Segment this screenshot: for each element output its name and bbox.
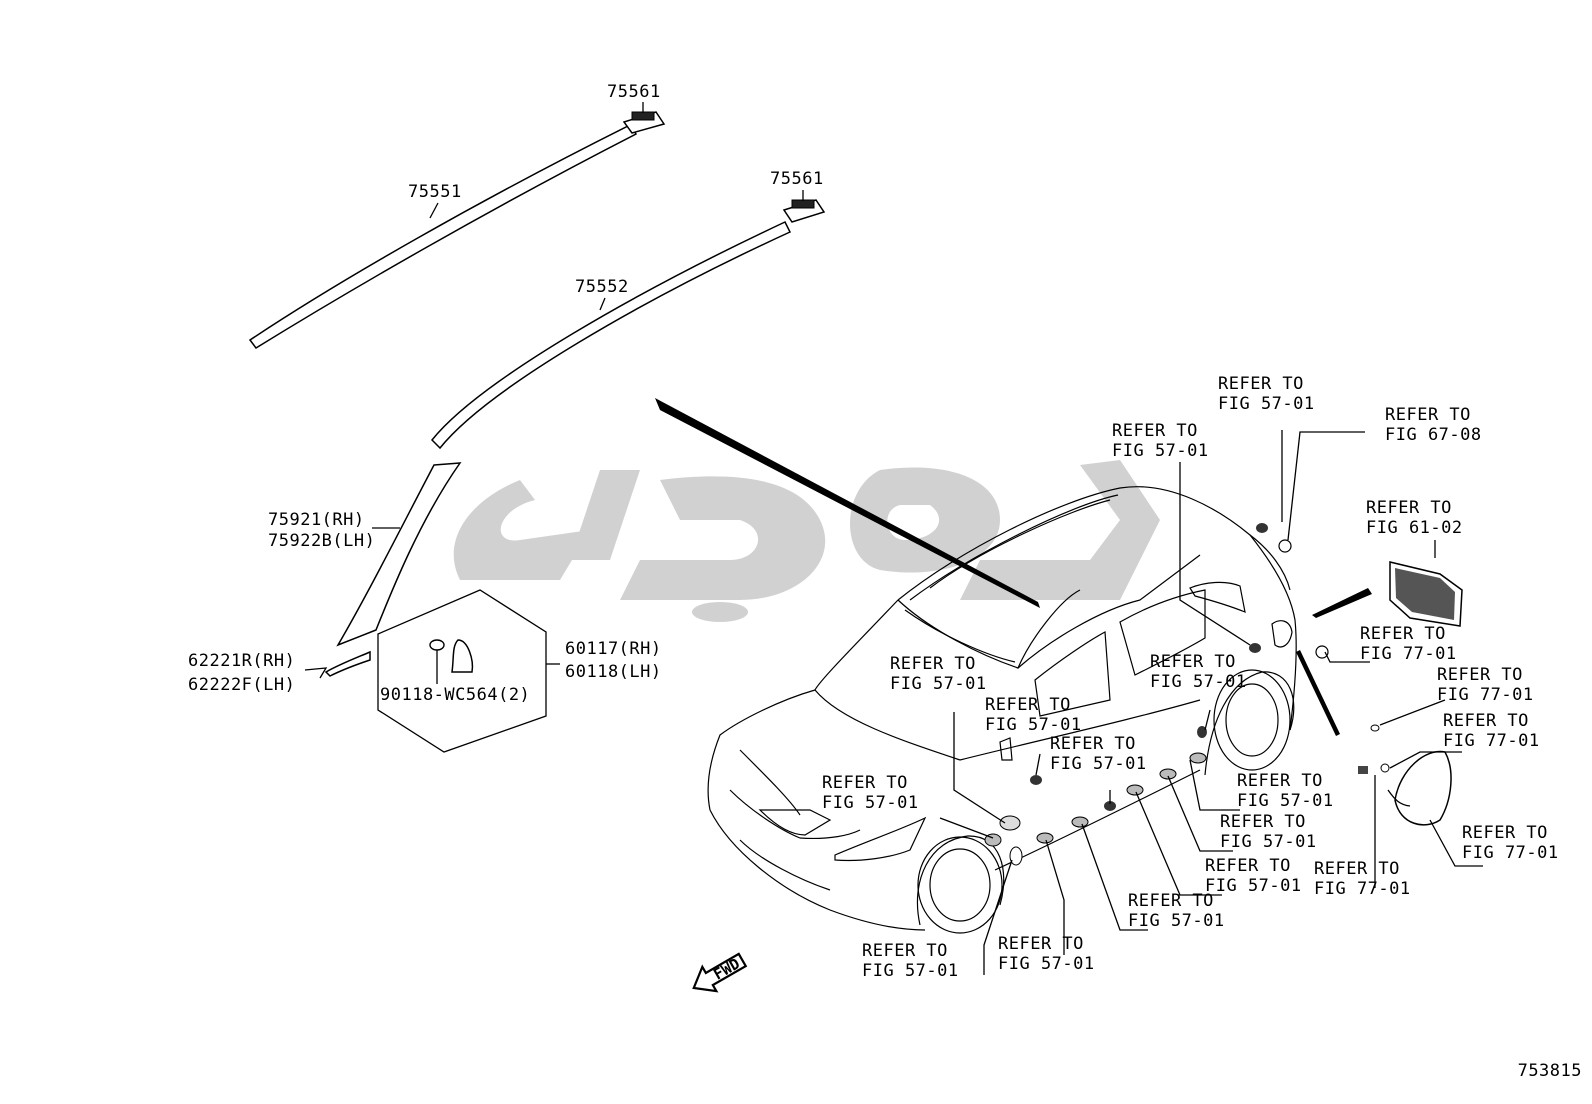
- fwd-arrow-icon: FWD: [692, 952, 748, 993]
- svg-text:FIG 77-01: FIG 77-01: [1443, 731, 1540, 751]
- fuel-lid[interactable]: [1387, 750, 1452, 826]
- svg-text:REFER TO: REFER TO: [1237, 771, 1323, 791]
- svg-text:FIG 57-01: FIG 57-01: [822, 793, 919, 813]
- svg-text:REFER TO: REFER TO: [1437, 665, 1523, 685]
- label-75922: 75922B(LH): [268, 531, 375, 551]
- svg-text:FIG 77-01: FIG 77-01: [1314, 879, 1411, 899]
- label-75551: 75551: [408, 182, 462, 202]
- svg-text:REFER TO: REFER TO: [1360, 624, 1446, 644]
- label-60118: 60118(LH): [565, 662, 662, 682]
- label-75921: 75921(RH): [268, 510, 365, 530]
- hole-plugs: [984, 523, 1390, 866]
- svg-text:REFER TO: REFER TO: [822, 773, 908, 793]
- svg-text:FIG 57-01: FIG 57-01: [1218, 394, 1315, 414]
- svg-text:FIG 57-01: FIG 57-01: [1237, 791, 1334, 811]
- vehicle-outline: [707, 486, 1297, 934]
- quarter-vent[interactable]: [1389, 561, 1463, 627]
- roof-molding-75552[interactable]: [430, 221, 792, 450]
- part-labels: 75561 75561 75551 75552 75921(RH) 75922B…: [188, 82, 824, 705]
- svg-text:FIG 77-01: FIG 77-01: [1360, 644, 1457, 664]
- svg-text:FIG 57-01: FIG 57-01: [1220, 832, 1317, 852]
- pillar-cover-62221[interactable]: [324, 650, 371, 677]
- svg-text:FIG 67-08: FIG 67-08: [1385, 425, 1482, 445]
- svg-text:REFER TO: REFER TO: [1128, 891, 1214, 911]
- svg-text:REFER TO: REFER TO: [1050, 734, 1136, 754]
- svg-text:REFER TO: REFER TO: [862, 941, 948, 961]
- svg-text:FIG 57-01: FIG 57-01: [1150, 672, 1247, 692]
- svg-text:REFER TO: REFER TO: [1150, 652, 1236, 672]
- svg-text:FIG 57-01: FIG 57-01: [1128, 911, 1225, 931]
- seal-60117[interactable]: [451, 639, 474, 673]
- roof-molding-clip-75561-a[interactable]: [622, 111, 666, 134]
- svg-text:FIG 57-01: FIG 57-01: [998, 954, 1095, 974]
- roof-molding-75551[interactable]: [248, 124, 638, 349]
- svg-text:FIG 77-01: FIG 77-01: [1462, 843, 1559, 863]
- diagram-id: 753815: [1518, 1061, 1582, 1081]
- svg-text:REFER TO: REFER TO: [1385, 405, 1471, 425]
- svg-text:REFER TO: REFER TO: [1314, 859, 1400, 879]
- svg-text:FIG 77-01: FIG 77-01: [1437, 685, 1534, 705]
- svg-text:FIG 57-01: FIG 57-01: [1050, 754, 1147, 774]
- svg-text:REFER TO: REFER TO: [890, 654, 976, 674]
- label-75561-a: 75561: [607, 82, 661, 102]
- label-60117: 60117(RH): [565, 639, 662, 659]
- svg-text:REFER TO: REFER TO: [1112, 421, 1198, 441]
- svg-text:FIG 57-01: FIG 57-01: [1205, 876, 1302, 896]
- svg-text:REFER TO: REFER TO: [1366, 498, 1452, 518]
- label-62222: 62222F(LH): [188, 675, 295, 695]
- svg-text:REFER TO: REFER TO: [998, 934, 1084, 954]
- roof-molding-clip-75561-b[interactable]: [782, 199, 826, 223]
- svg-text:FIG 57-01: FIG 57-01: [1112, 441, 1209, 461]
- svg-text:FIG 57-01: FIG 57-01: [890, 674, 987, 694]
- svg-text:REFER TO: REFER TO: [1462, 823, 1548, 843]
- label-75552: 75552: [575, 277, 629, 297]
- label-62221: 62221R(RH): [188, 651, 295, 671]
- svg-text:FIG 61-02: FIG 61-02: [1366, 518, 1463, 538]
- svg-text:REFER TO: REFER TO: [1443, 711, 1529, 731]
- label-75561-b: 75561: [770, 169, 824, 189]
- label-90118: 90118-WC564(2): [380, 685, 530, 705]
- leader-lines: [939, 430, 1483, 975]
- detail-hexagon: [377, 589, 547, 753]
- svg-text:REFER TO: REFER TO: [1218, 374, 1304, 394]
- pillar-garnish-75921[interactable]: [336, 462, 462, 647]
- svg-text:REFER TO: REFER TO: [985, 695, 1071, 715]
- svg-text:FIG 57-01: FIG 57-01: [985, 715, 1082, 735]
- svg-text:REFER TO: REFER TO: [1220, 812, 1306, 832]
- watermark-logo: [453, 460, 1160, 622]
- svg-text:REFER TO: REFER TO: [1205, 856, 1291, 876]
- clip-90118[interactable]: [429, 639, 445, 684]
- svg-text:FIG 57-01: FIG 57-01: [862, 961, 959, 981]
